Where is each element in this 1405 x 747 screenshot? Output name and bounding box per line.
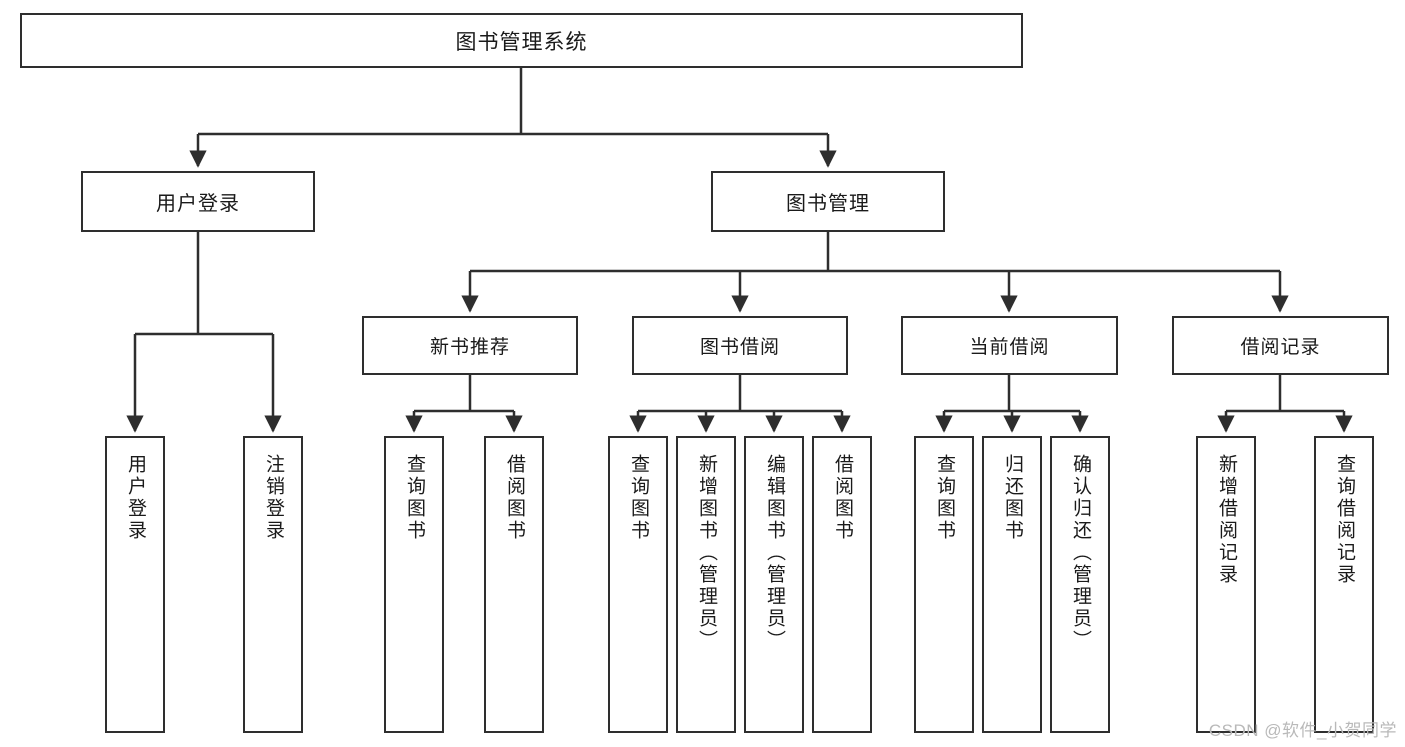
node-leaf-query-book-2[interactable]: 查询图书 <box>608 436 668 733</box>
node-leaf-edit-book[interactable]: 编辑图书（管理员） <box>744 436 804 733</box>
node-leaf-return-book[interactable]: 归还图书 <box>982 436 1042 733</box>
node-user-login[interactable]: 用户登录 <box>81 171 315 232</box>
node-leaf-add-record[interactable]: 新增借阅记录 <box>1196 436 1256 733</box>
node-borrow-record-label: 借阅记录 <box>1240 337 1321 358</box>
node-user-login-label: 用户登录 <box>156 193 240 215</box>
node-leaf-borrow-book-1[interactable]: 借阅图书 <box>484 436 544 733</box>
node-current-borrow-label: 当前借阅 <box>969 337 1050 358</box>
node-leaf-add-book-label: 新增图书（管理员） <box>695 454 717 652</box>
node-leaf-add-record-label: 新增借阅记录 <box>1215 454 1237 586</box>
node-leaf-return-book-label: 归还图书 <box>1001 454 1023 542</box>
node-new-book-recommend[interactable]: 新书推荐 <box>362 316 578 375</box>
node-leaf-query-book-1-label: 查询图书 <box>403 454 425 542</box>
watermark-text: CSDN @软件_小贺同学 <box>1208 721 1397 740</box>
node-root[interactable]: 图书管理系统 <box>20 13 1023 68</box>
node-book-manage-label: 图书管理 <box>786 193 870 215</box>
node-leaf-query-book-3[interactable]: 查询图书 <box>914 436 974 733</box>
node-leaf-edit-book-label: 编辑图书（管理员） <box>763 454 785 652</box>
node-leaf-query-book-1[interactable]: 查询图书 <box>384 436 444 733</box>
node-leaf-confirm-return[interactable]: 确认归还（管理员） <box>1050 436 1110 733</box>
node-current-borrow[interactable]: 当前借阅 <box>901 316 1118 375</box>
node-book-manage[interactable]: 图书管理 <box>711 171 945 232</box>
node-leaf-query-book-3-label: 查询图书 <box>933 454 955 542</box>
node-leaf-borrow-book-1-label: 借阅图书 <box>503 454 525 542</box>
node-leaf-query-record[interactable]: 查询借阅记录 <box>1314 436 1374 733</box>
node-book-borrow[interactable]: 图书借阅 <box>632 316 848 375</box>
node-leaf-query-record-label: 查询借阅记录 <box>1333 454 1355 586</box>
node-leaf-user-logout-label: 注销登录 <box>262 454 284 542</box>
node-leaf-user-login[interactable]: 用户登录 <box>105 436 165 733</box>
node-leaf-borrow-book-2-label: 借阅图书 <box>831 454 853 542</box>
node-borrow-record[interactable]: 借阅记录 <box>1172 316 1389 375</box>
node-new-book-recommend-label: 新书推荐 <box>429 337 510 358</box>
node-leaf-borrow-book-2[interactable]: 借阅图书 <box>812 436 872 733</box>
node-leaf-query-book-2-label: 查询图书 <box>627 454 649 542</box>
node-leaf-confirm-return-label: 确认归还（管理员） <box>1069 454 1091 652</box>
node-leaf-add-book[interactable]: 新增图书（管理员） <box>676 436 736 733</box>
node-leaf-user-logout[interactable]: 注销登录 <box>243 436 303 733</box>
node-book-borrow-label: 图书借阅 <box>699 337 780 358</box>
node-leaf-user-login-label: 用户登录 <box>124 454 146 542</box>
node-root-label: 图书管理系统 <box>455 30 588 54</box>
